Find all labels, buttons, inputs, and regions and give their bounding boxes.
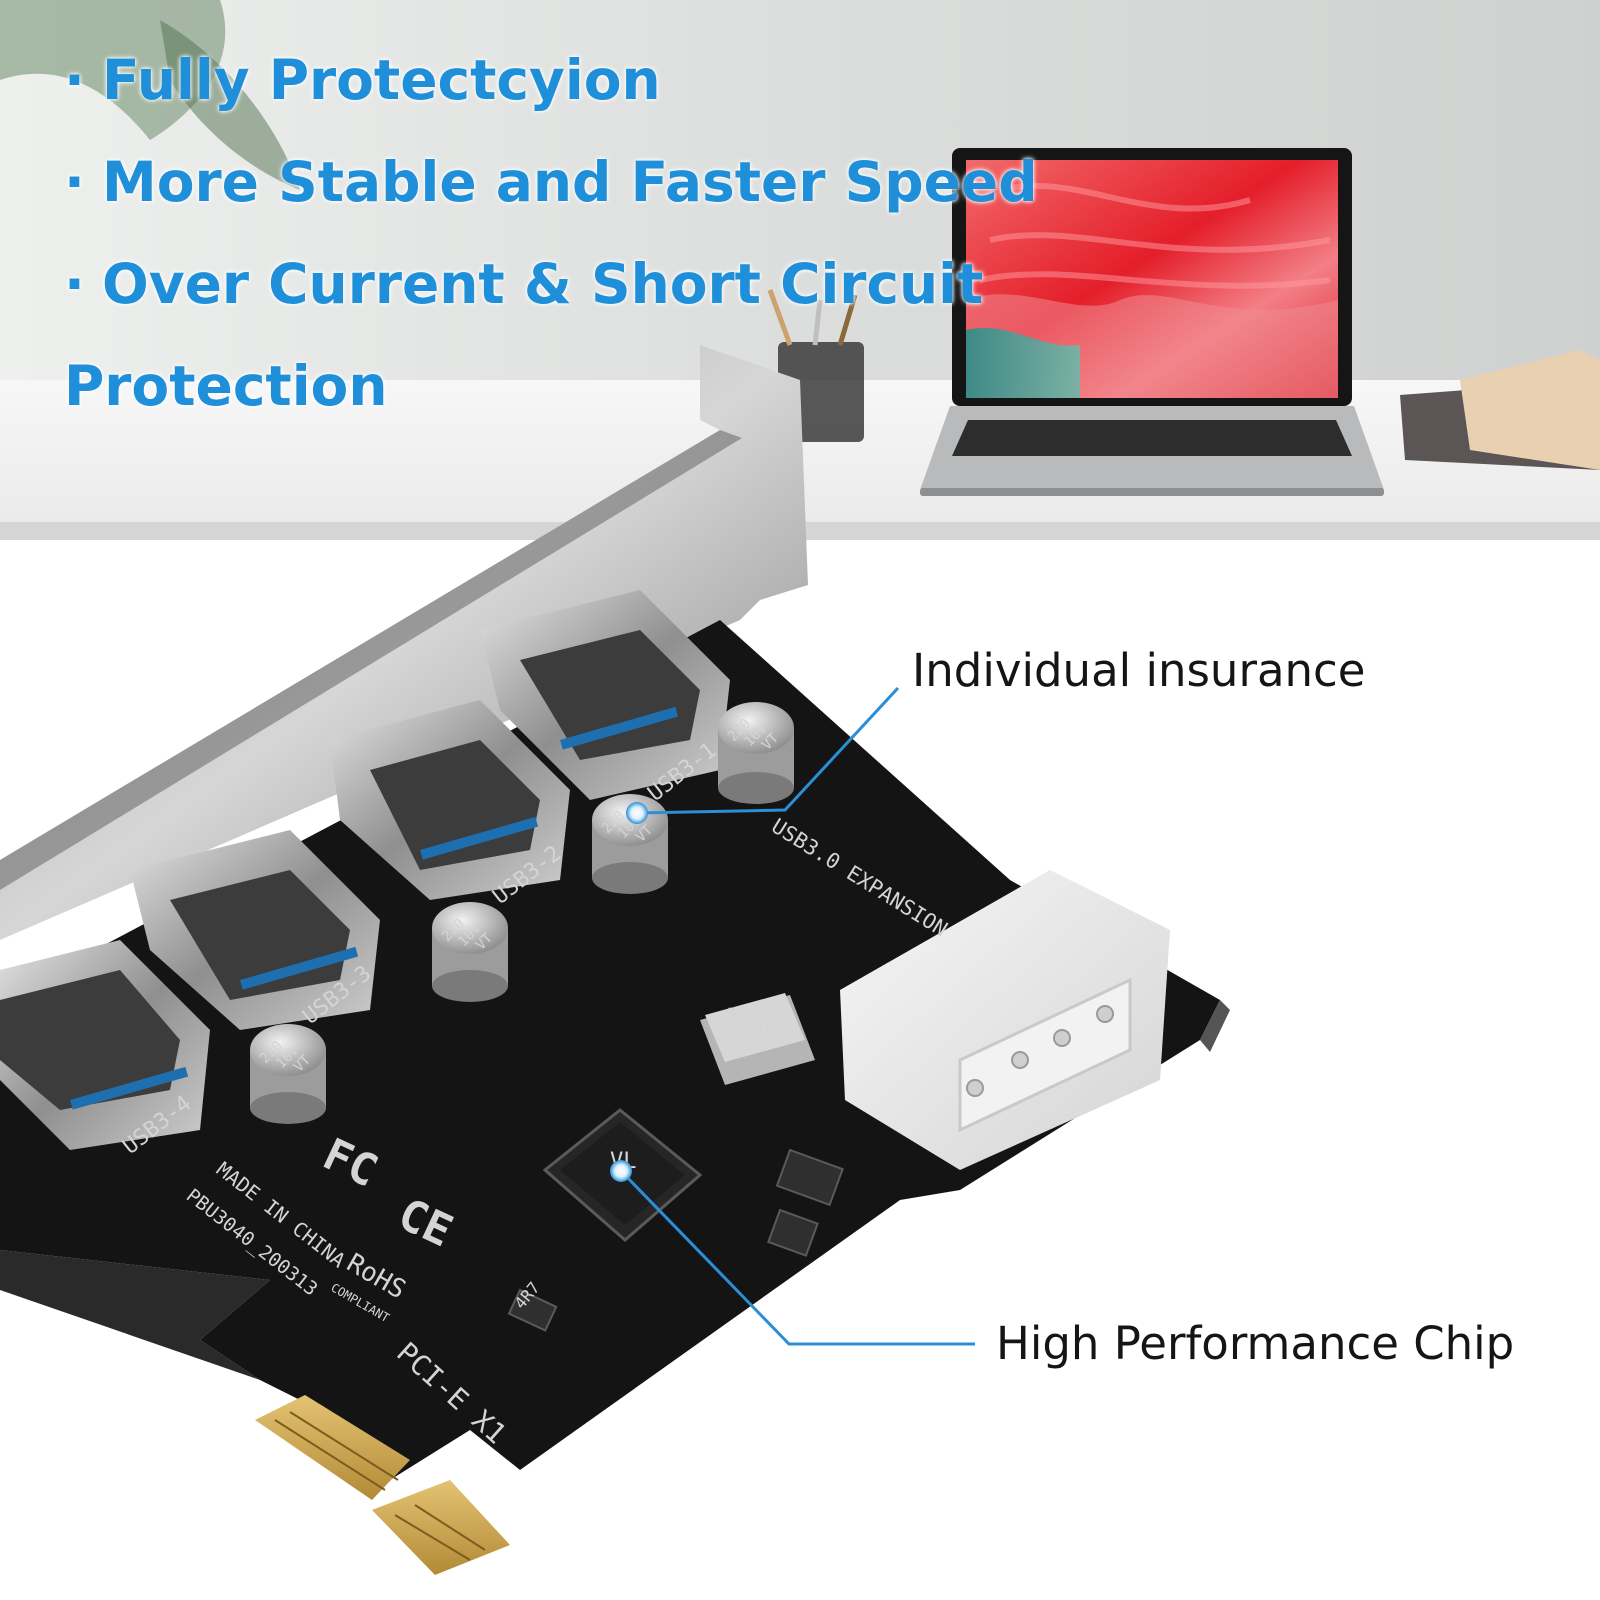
feature-bullet-3-continuation: Protection [64, 356, 964, 458]
callout-high-performance-chip: High Performance Chip [996, 1317, 1515, 1370]
feature-bullet-2: · More Stable and Faster Speed [64, 150, 1038, 254]
bullet-text: Protection [64, 354, 388, 418]
capacitor-3 [432, 902, 508, 1002]
capacitor-4 [250, 1024, 326, 1124]
usb-port-4 [0, 940, 210, 1150]
feature-bullet-list: · Fully Protectcyion · More Stable and Fas… [64, 50, 1038, 458]
laptop [920, 148, 1384, 496]
usb-port-2 [330, 700, 570, 900]
pcb-board [0, 620, 1220, 1480]
capacitor-2 [592, 794, 668, 894]
molex-power-connector [840, 870, 1170, 1170]
capacitor-1 [718, 702, 794, 804]
callout-individual-insurance: Individual insurance [912, 644, 1366, 697]
feature-bullet-1: · Fully Protectcyion [64, 50, 964, 152]
callout-line-high-performance-chip [619, 1169, 975, 1346]
smd-components [507, 1148, 844, 1332]
pcie-gold-contacts [255, 1395, 410, 1500]
bullet-text: Fully Protectcyion [102, 48, 661, 112]
crystal-oscillator [700, 993, 815, 1085]
books [1400, 350, 1600, 470]
bullet-dot: · [64, 252, 85, 316]
usb-expansion-card: USB3-1 USB3-2 USB3-3 USB3-4 USB3.0 EXPAN… [0, 345, 1230, 1575]
callout-dot-capacitor [626, 802, 648, 824]
bullet-text: More Stable and Faster Speed [102, 150, 1038, 214]
usb-port-3 [130, 830, 380, 1030]
bullet-dot: · [64, 150, 85, 214]
bullet-dot: · [64, 48, 85, 112]
bullet-text: Over Current & Short Circuit [102, 252, 984, 316]
feature-bullet-3: · Over Current & Short Circuit [64, 252, 983, 356]
callout-line-individual-insurance [636, 686, 900, 815]
usb-port-1 [480, 590, 730, 800]
callout-dot-chip [610, 1160, 632, 1182]
